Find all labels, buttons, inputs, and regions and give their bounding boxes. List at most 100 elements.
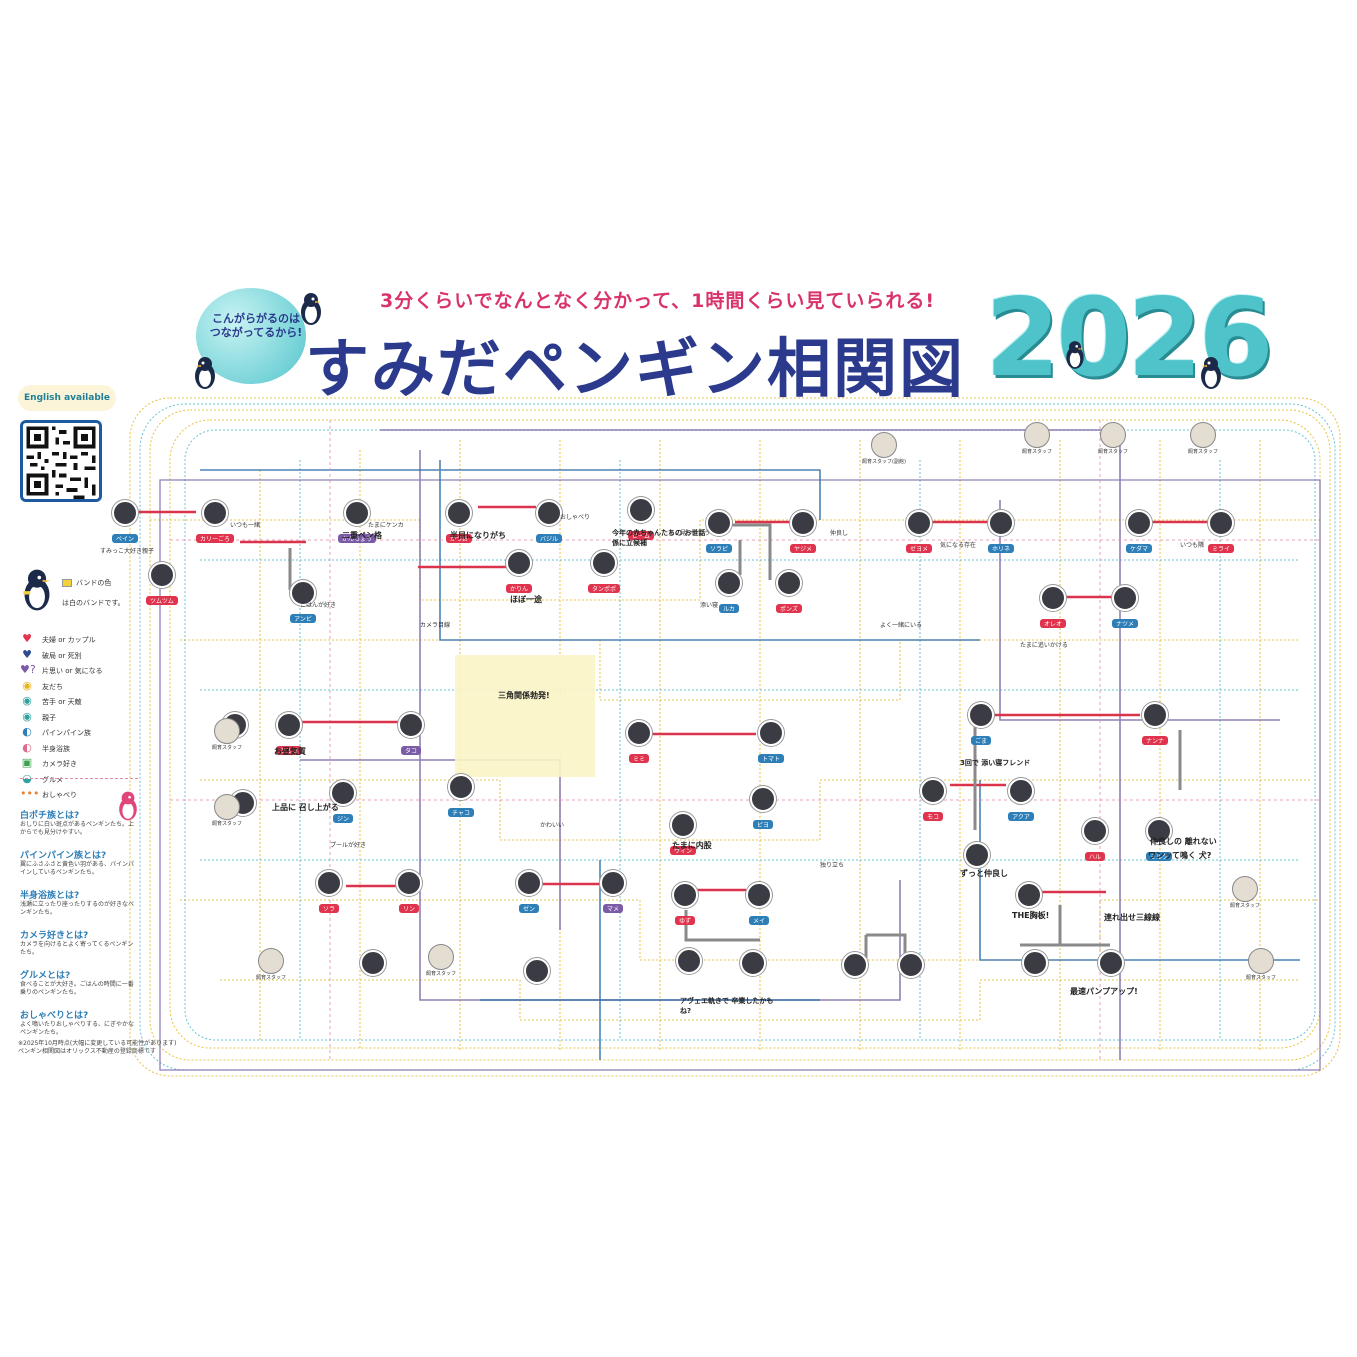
penguin-node[interactable]: ペイン [112,500,139,545]
penguin-photo [1112,585,1138,611]
group-title: パインパイン族とは? [20,851,107,861]
penguin-photo [750,786,776,812]
staff-photo [870,432,897,458]
penguin-node[interactable]: マメ [600,870,626,915]
penguin-node[interactable] [898,952,924,978]
legend-symbol-icon: ♥ [22,647,32,661]
penguin-node[interactable]: ポンズ [776,570,802,615]
penguin-node[interactable]: アンビ [290,580,316,625]
penguin-photo [676,948,702,974]
penguin-node[interactable]: ミライ [1208,510,1235,555]
penguin-node[interactable]: リン [396,870,422,915]
penguin-node[interactable]: かりん [506,550,533,595]
penguin-node[interactable]: ミルク [1146,818,1173,863]
staff-node[interactable]: 飼育スタッフ [1022,422,1052,455]
penguin-name: ハル [1084,852,1105,861]
penguin-icon [195,357,215,389]
penguin-node[interactable]: ゆず [672,882,698,927]
penguin-node[interactable]: ソラ [316,870,342,915]
penguin-node[interactable]: ミミ [626,720,652,765]
penguin-node[interactable] [676,948,702,974]
group-title: 白ポチ族とは? [20,811,80,821]
penguin-node[interactable]: メイ [746,882,772,927]
group-desc: おしりに白い斑点があるペンギンたち。上からでも見分けやすい。 [20,821,135,836]
relationship-note: いつも一緒 [230,522,261,529]
staff-node[interactable]: 飼育スタッフ [256,948,286,981]
penguin-name: タンポポ [588,584,621,593]
penguin-node[interactable]: ヤジメ [790,510,817,555]
legend-label: 親子 [42,713,56,722]
group-desc: 翼にふさふさと黄色い羽がある、パインパインしているペンギンたち。 [20,861,135,876]
relationship-note: おしゃべり [560,514,591,521]
penguin-node[interactable] [842,952,868,978]
penguin-node[interactable]: ケダマ [1126,510,1153,555]
penguin-node[interactable]: ハル [1082,818,1108,863]
penguin-node[interactable] [360,950,386,976]
staff-node[interactable]: 飼育スタッフ(副館) [862,432,906,465]
penguin-node[interactable]: ゼヨメ [906,510,933,555]
penguin-node[interactable]: かつお [446,500,473,545]
penguin-node[interactable]: かんちょう [338,500,377,545]
penguin-node[interactable]: ビーム [628,497,654,542]
penguin-photo [626,720,652,746]
band-desc: は白のバンドです。 [62,599,125,607]
penguin-node[interactable]: アクア [1008,778,1034,823]
relationship-note: 添い寝 [700,602,719,609]
relationship-label: 仲良しの 離れない [1150,837,1217,846]
penguin-photo [1208,510,1234,536]
staff-node[interactable]: 飼育スタッフ [212,794,242,827]
penguin-node[interactable]: ルカ [716,570,742,615]
penguin-name: リン [398,904,419,913]
penguin-node[interactable]: ホリネ [988,510,1015,555]
staff-node[interactable]: 飼育スタッフ [212,718,242,751]
penguin-name: チャコ [448,808,474,817]
relationship-label: ずっと仲良し [960,869,1008,878]
relationship-label: 最速パンプアップ! [1070,987,1138,996]
legend-symbol-icon: ◐ [22,740,32,754]
penguin-name: ナンナ [1142,736,1169,745]
staff-node[interactable]: 飼育スタッフ [1246,948,1276,981]
penguin-node[interactable]: ゼン [516,870,542,915]
penguin-node[interactable]: カリーごろ [196,500,235,545]
penguin-node[interactable]: オレオ [1040,585,1067,630]
penguin-photo [330,780,356,806]
penguin-node[interactable] [1098,950,1124,976]
penguin-node[interactable] [964,842,990,868]
qr-code[interactable] [20,420,102,502]
staff-photo [214,718,240,744]
penguin-node[interactable]: ナンナ [1142,702,1169,747]
staff-node[interactable]: 飼育スタッフ [1098,422,1128,455]
penguin-node[interactable]: タコ [398,712,424,757]
penguin-node[interactable] [1022,950,1048,976]
relationship-label: たまに内股 [672,841,712,850]
relationship-note: ごはんが好き [300,602,337,609]
penguin-node[interactable]: バジル [536,500,563,545]
penguin-photo [448,774,474,800]
penguin-node[interactable]: トマト [758,720,785,765]
staff-node[interactable]: 飼育スタッフ [426,944,456,977]
penguin-node[interactable] [524,958,550,984]
penguin-node[interactable]: ソラピ [706,510,733,555]
staff-node[interactable]: 飼育スタッフ [1188,422,1218,455]
staff-node[interactable]: 飼育スタッフ [1230,876,1260,909]
penguin-node[interactable]: ナツメ [1112,585,1139,630]
penguin-name: ゼヨメ [906,544,933,553]
penguin-node[interactable]: タンポポ [588,550,621,595]
penguin-node[interactable]: ラルゴ [276,712,302,757]
year-title: 2026 [985,276,1274,401]
penguin-photo [1142,702,1168,728]
penguin-node[interactable]: モコ [920,778,946,823]
penguin-node[interactable]: ツムツム [146,562,178,607]
penguin-node[interactable]: ピヨ [750,786,776,831]
staff-label: 飼育スタッフ [1246,975,1277,981]
penguin-node[interactable]: ジン [330,780,356,825]
legend-item: •••おしゃべり [20,787,77,800]
penguin-photo [746,882,772,908]
speech-bubble [196,288,306,384]
penguin-node[interactable]: ごま [968,702,994,747]
penguin-node[interactable] [1016,882,1042,908]
penguin-node[interactable] [740,950,766,976]
penguin-node[interactable]: チャコ [448,774,474,819]
penguin-icon [23,569,51,611]
penguin-node[interactable]: ウィン [670,812,697,857]
